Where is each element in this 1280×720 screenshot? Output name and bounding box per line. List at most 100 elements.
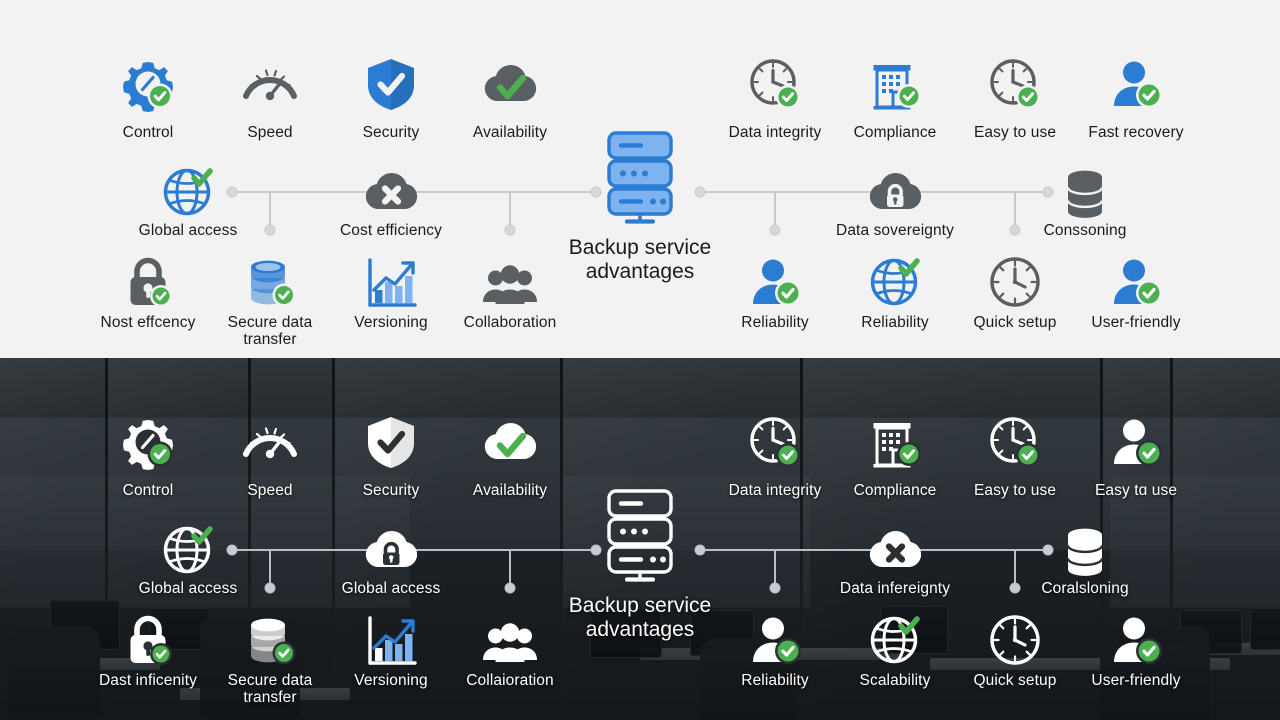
advantage-node: Speed [190,52,350,141]
advantage-label: Cost efficiency [339,222,442,239]
gear-check-icon [116,52,180,116]
advantage-node: Scalability [815,608,975,689]
advantage-label: Speed [247,124,293,141]
advantage-label: Easy to use [973,124,1057,141]
advantage-label: Speed [247,482,293,499]
advantage-label: Collaioration [466,672,554,689]
advantage-label: Data integrity [728,482,822,499]
advantage-node: Speed [190,410,350,499]
advantage-label: Availability [472,124,548,141]
bar-chart-arrow-icon [359,250,423,314]
advantage-label: Compliance [853,124,937,141]
speedometer-icon [238,52,302,116]
building-check-icon [863,52,927,116]
gear-check-icon [116,410,180,474]
shield-check-icon [359,410,423,474]
advantage-node: Reliability [695,608,855,689]
advantage-node: User-friendly [1056,250,1216,331]
advantage-label: Coralsloning [1041,580,1129,597]
advantage-node: Compliance [815,410,975,499]
advantage-node: User-friendly [1056,608,1216,689]
advantage-label: Fast recovery [1088,124,1184,141]
cloud-check-icon [478,52,542,116]
advantage-node: Reliability [695,250,855,331]
advantage-label: Reliability [741,672,809,689]
database-stack-icon [1053,518,1117,582]
bar-chart-arrow-icon [359,608,423,672]
advantage-label: Security [362,124,420,141]
center-title-dark: Backup service advantages [568,594,712,642]
people-group-icon [478,250,542,314]
light-variant-panel: Control Speed Security Availability [0,0,1280,358]
advantage-node: Collaioration [430,608,590,689]
padlock-check-icon [116,250,180,314]
cloud-x-icon [863,518,927,582]
clock-icon [983,250,1047,314]
advantage-node: Control [68,410,228,499]
shield-check-icon [359,52,423,116]
advantage-node: Data sovereignty [815,160,975,239]
advantage-label: Easy to use [973,482,1057,499]
advantage-node: Fast recovery [1056,52,1216,141]
advantage-label: User-friendly [1091,672,1181,689]
clock-check-icon [743,410,807,474]
cloud-lock-icon [359,518,423,582]
advantage-node: Availability [430,52,590,141]
advantage-node: Easy tɑ use [1056,410,1216,499]
advantage-node: Availability [430,410,590,499]
advantage-label: Reliability [741,314,809,331]
server-rack-icon [596,126,684,226]
advantage-label: Reliability [861,314,929,331]
advantage-node: Versioning [311,608,471,689]
cloud-x-icon [359,160,423,224]
clock-check-icon [743,52,807,116]
building-check-icon [863,410,927,474]
advantage-node: Data infereignty [815,518,975,597]
advantage-label: Global access [138,222,238,239]
advantage-node: Reliability [815,250,975,331]
cloud-check-icon [478,410,542,474]
server-rack-icon [596,484,684,584]
speedometer-icon [238,410,302,474]
advantage-node: Data integrity [695,52,855,141]
advantage-node: Easy to use [935,52,1095,141]
advantage-label: Secure data transfer [227,314,313,349]
user-check-icon [1104,52,1168,116]
advantage-node: Control [68,52,228,141]
advantage-node: Global access [108,518,268,597]
advantage-node: Data integrity [695,410,855,499]
user-check-icon [743,608,807,672]
advantage-label: Easy tɑ use [1094,482,1178,499]
advantage-label: Global access [341,580,441,597]
advantage-node: Collaboration [430,250,590,331]
advantage-node: Easy to use [935,410,1095,499]
advantage-label: Versioning [354,314,428,331]
cloud-lock-icon [863,160,927,224]
user-check-icon [743,250,807,314]
advantage-label: User-friendly [1091,314,1181,331]
globe-check-icon [863,608,927,672]
people-group-icon [478,608,542,672]
advantage-label: Versioning [354,672,428,689]
advantage-label: Conssoning [1043,222,1127,239]
advantage-node: Security [311,52,471,141]
advantage-label: Security [362,482,420,499]
advantage-label: Dast inficenity [99,672,197,689]
advantage-label: Global access [138,580,238,597]
database-check-icon [238,608,302,672]
database-stack-icon [1053,160,1117,224]
advantage-label: Data sovereignty [836,222,954,239]
advantage-node: Secure data transfer [190,250,350,349]
advantage-label: Control [122,124,174,141]
advantage-label: Collaboration [463,314,557,331]
advantage-node: Nost effcency [68,250,228,331]
advantage-node: Cost efficiency [311,160,471,239]
advantage-label: Nost effcency [100,314,196,331]
advantage-node: Versioning [311,250,471,331]
advantage-label: Data integrity [728,124,822,141]
advantage-node: Conssoning [1005,160,1165,239]
advantage-label: Secure data transfer [227,672,313,707]
center-title-light: Backup service advantages [568,236,712,284]
advantage-node: Security [311,410,471,499]
